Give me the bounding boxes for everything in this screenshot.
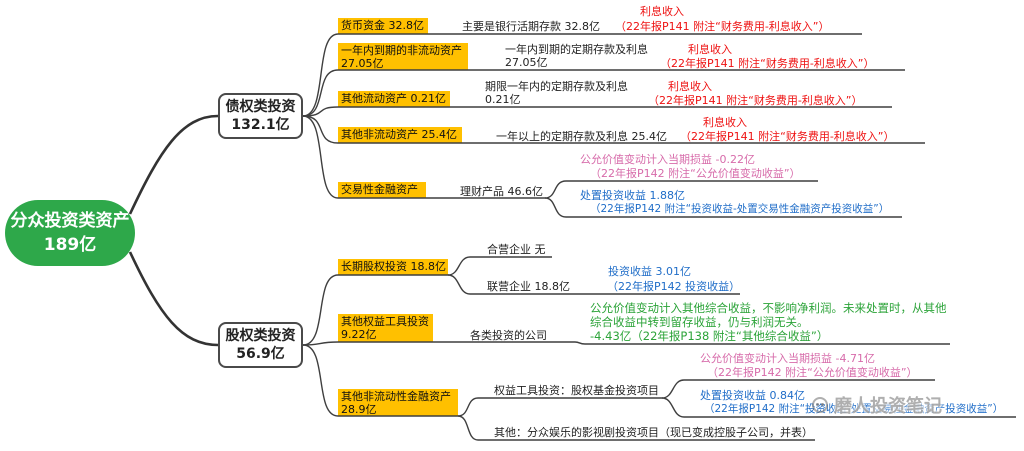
current-noncurrent-asset-node: 一年内到期的非流动资产 27.05亿 bbox=[338, 43, 468, 70]
equity-connector bbox=[302, 344, 339, 417]
row-underline bbox=[447, 256, 552, 276]
node-label: 一年内到期的非流动资产 bbox=[341, 44, 462, 57]
node-label: 其他权益工具投资 bbox=[341, 315, 429, 328]
wealth-product-detail: 理财产品 46.6亿 bbox=[460, 185, 543, 198]
trading-fair-value-title: 公允价值变动计入当期损益 -0.22亿 bbox=[580, 153, 755, 166]
film-projects-node: 其他：分众娱乐的影视剧投资项目（现已变成控股子公司，并表） bbox=[494, 426, 813, 439]
equity-fund-projects-node: 权益工具投资：股权基金投资项目 bbox=[494, 384, 659, 397]
other-noncurrent-interest-title: 利息收入 bbox=[703, 116, 747, 129]
equity-investment-node: 股权类投资 56.9亿 bbox=[218, 322, 303, 368]
cash-detail: 主要是银行活期存款 32.8亿 bbox=[462, 20, 600, 33]
wechat-icon bbox=[812, 397, 828, 413]
current-noncurrent-detail: 一年内到期的定期存款及利息 27.05亿 bbox=[505, 43, 648, 69]
associate-node: 联营企业 18.8亿 bbox=[487, 280, 570, 293]
equity-connector bbox=[302, 274, 339, 346]
associate-income-source: （22年报P142 投资收益） bbox=[607, 280, 741, 293]
joint-venture-node: 合营企业 无 bbox=[487, 243, 546, 256]
cash-interest-title: 利息收入 bbox=[640, 5, 684, 18]
detail-value: 27.05亿 bbox=[505, 56, 548, 69]
debt-value: 132.1亿 bbox=[231, 117, 290, 133]
oci-note-line: 综合收益中转到留存收益，仍与利润无关。 bbox=[590, 315, 809, 329]
investee-companies-detail: 各类投资的公司 bbox=[470, 329, 547, 342]
row-underline bbox=[457, 397, 662, 417]
equity-title: 股权类投资 bbox=[225, 328, 296, 344]
debt-title: 债权类投资 bbox=[225, 99, 296, 115]
oci-note: 公允价值变动计入其他综合收益，不影响净利润。未来处置时，从其他 综合收益中转到留… bbox=[590, 301, 947, 343]
watermark: 磨人投资笔记 bbox=[812, 392, 942, 418]
oci-note-line: 公允价值变动计入其他综合收益，不影响净利润。未来处置时，从其他 bbox=[590, 301, 947, 315]
debt-connector bbox=[302, 69, 339, 117]
debt-investment-node: 债权类投资 132.1亿 bbox=[218, 93, 303, 139]
cash-interest-source: （22年报P141 附注“财务费用-利息收入”） bbox=[615, 20, 830, 33]
fund-disposal-title: 处置投资收益 0.84亿 bbox=[700, 389, 805, 402]
other-current-asset-node: 其他流动资产 0.21亿 bbox=[338, 91, 450, 107]
trading-disposal-source: （22年报P142 附注“投资收益-处置交易性金融资产投资收益”） bbox=[590, 203, 890, 215]
root-node: 分众投资类资产 189亿 bbox=[5, 200, 135, 266]
long-term-equity-node: 长期股权投资 18.8亿 bbox=[338, 259, 448, 275]
trading-financial-asset-node: 交易性金融资产 bbox=[338, 182, 426, 198]
other-noncurrent-financial-asset-node: 其他非流动性金融资产 28.9亿 bbox=[338, 389, 458, 416]
fund-fair-value-source: （22年报P142 附注“公允价值变动收益”） bbox=[707, 366, 918, 379]
watermark-text: 磨人投资笔记 bbox=[834, 396, 942, 417]
node-value: 27.05亿 bbox=[341, 57, 384, 70]
other-current-interest-source: （22年报P141 附注“财务费用-利息收入”） bbox=[648, 94, 863, 107]
other-noncurrent-detail: 一年以上的定期存款及利息 25.4亿 bbox=[496, 130, 667, 143]
other-current-interest-title: 利息收入 bbox=[668, 80, 712, 93]
cash-node: 货币资金 32.8亿 bbox=[338, 18, 428, 34]
root-to-debt-connector bbox=[128, 114, 219, 215]
node-value: 28.9亿 bbox=[341, 403, 377, 416]
root-to-equity-connector bbox=[128, 251, 219, 347]
other-equity-instrument-node: 其他权益工具投资 9.22亿 bbox=[338, 314, 433, 342]
other-current-asset-detail: 期限一年内的定期存款及利息 0.21亿 bbox=[485, 80, 628, 106]
other-noncurrent-interest-source: （22年报P141 附注“财务费用-利息收入”） bbox=[680, 130, 895, 143]
other-noncurrent-asset-node: 其他非流动资产 25.4亿 bbox=[338, 127, 462, 143]
detail-text: 一年内到期的定期存款及利息 bbox=[505, 43, 648, 56]
current-noncurrent-interest-title: 利息收入 bbox=[688, 43, 732, 56]
trading-disposal-title: 处置投资收益 1.88亿 bbox=[580, 189, 685, 202]
root-title: 分众投资类资产 bbox=[10, 211, 130, 231]
fund-fair-value-title: 公允价值变动计入当期损益 -4.71亿 bbox=[700, 352, 875, 365]
debt-connector bbox=[302, 33, 339, 117]
detail-value: 0.21亿 bbox=[485, 93, 521, 106]
current-noncurrent-interest-source: （22年报P141 附注“财务费用-利息收入”） bbox=[660, 57, 875, 70]
trading-fair-value-source: （22年报P142 附注“公允价值变动收益”） bbox=[590, 167, 801, 180]
debt-connector bbox=[302, 106, 339, 117]
detail-text: 期限一年内的定期存款及利息 bbox=[485, 80, 628, 93]
equity-value: 56.9亿 bbox=[236, 346, 285, 362]
associate-income-title: 投资收益 3.01亿 bbox=[608, 265, 691, 278]
node-label: 其他非流动性金融资产 bbox=[341, 390, 451, 403]
debt-connector bbox=[302, 115, 339, 144]
equity-connector bbox=[302, 341, 339, 346]
oci-note-line: -4.43亿（22年报P138 附注“其他综合收益”） bbox=[590, 329, 829, 343]
debt-connector bbox=[302, 115, 339, 199]
node-value: 9.22亿 bbox=[341, 328, 377, 341]
root-value: 189亿 bbox=[43, 235, 97, 255]
